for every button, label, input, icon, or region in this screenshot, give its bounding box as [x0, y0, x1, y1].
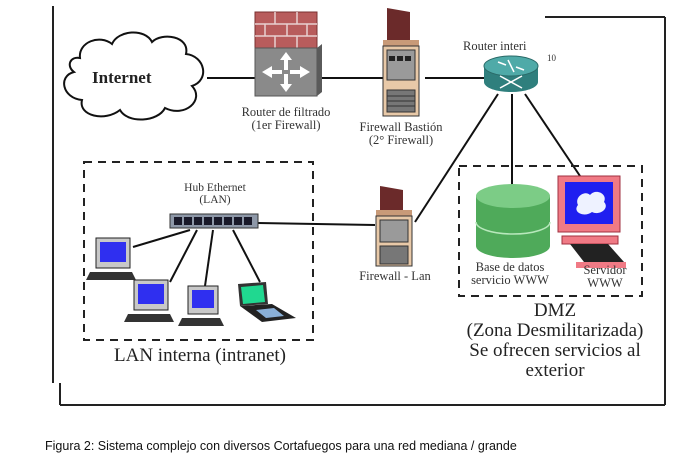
link-hub-laptop [232, 229, 261, 283]
bastion-firewall-label: Firewall Bastión (2° Firewall) [346, 120, 456, 148]
lan-firewall-icon[interactable] [375, 186, 413, 267]
database-icon[interactable] [475, 184, 551, 258]
link-hub-pc1 [132, 229, 191, 248]
lan-zone-label: LAN interna (intranet) [114, 345, 286, 366]
lan-firewall-label: Firewall - Lan [359, 269, 431, 283]
filtering-router-name: Router de filtrado [241, 105, 331, 119]
ethernet-hub-icon[interactable] [169, 213, 259, 229]
hub-type: (LAN) [199, 194, 231, 207]
web-server-label: Servidor WWW [570, 263, 640, 291]
outer-frame [52, 6, 666, 406]
hub-label: Hub Ethernet (LAN) [165, 182, 265, 206]
bastion-firewall-role: (2° Firewall) [368, 133, 434, 148]
bastion-firewall-icon[interactable] [382, 8, 420, 117]
database-label: Base de datos servicio WWW [460, 260, 560, 288]
bastion-firewall-name: Firewall Bastión [359, 120, 443, 134]
lan-laptop-icon[interactable] [238, 282, 296, 322]
lan-pc-3-icon[interactable] [178, 285, 224, 326]
internal-router-label-suffix: 10 [547, 53, 556, 63]
dmz-title: DMZ [533, 300, 577, 321]
link-hub-pc2 [169, 229, 198, 283]
connections [132, 77, 581, 287]
filtering-router-icon[interactable] [254, 11, 322, 97]
database-service: servicio WWW [471, 273, 549, 288]
internet-cloud-icon[interactable] [63, 31, 205, 121]
dmz-description-1: Se ofrecen servicios al [469, 339, 641, 361]
internal-router-label: Router interi [463, 39, 527, 53]
lan-pc-1-icon[interactable] [86, 237, 136, 280]
link-hub-firewall-lan [257, 222, 376, 226]
internal-router-icon[interactable] [483, 55, 539, 92]
dmz-zone-label: DMZ (Zona Desmilitarizada) Se ofrecen se… [440, 301, 670, 381]
lan-pc-2-icon[interactable] [124, 279, 174, 322]
dmz-description-2: exterior [525, 359, 585, 381]
figure-caption: Figura 2: Sistema complejo con diversos … [45, 439, 517, 453]
lan-zone-box [83, 161, 314, 341]
dmz-subtitle: (Zona Desmilitarizada) [466, 319, 644, 341]
link-router-interno-server [524, 93, 581, 177]
database-name: Base de datos [475, 260, 545, 274]
link-hub-pc3 [204, 229, 214, 287]
web-server-name: Servidor [583, 263, 627, 277]
link-router-interno-firewall-lan [414, 93, 499, 223]
filtering-router-label: Router de filtrado (1er Firewall) [226, 105, 346, 133]
dmz-zone-box [458, 165, 643, 297]
filtering-router-role: (1er Firewall) [251, 118, 321, 133]
hub-name: Hub Ethernet [184, 182, 246, 194]
web-server-icon[interactable] [557, 175, 626, 268]
web-server-service: WWW [587, 276, 623, 291]
internet-label: Internet [92, 68, 152, 87]
